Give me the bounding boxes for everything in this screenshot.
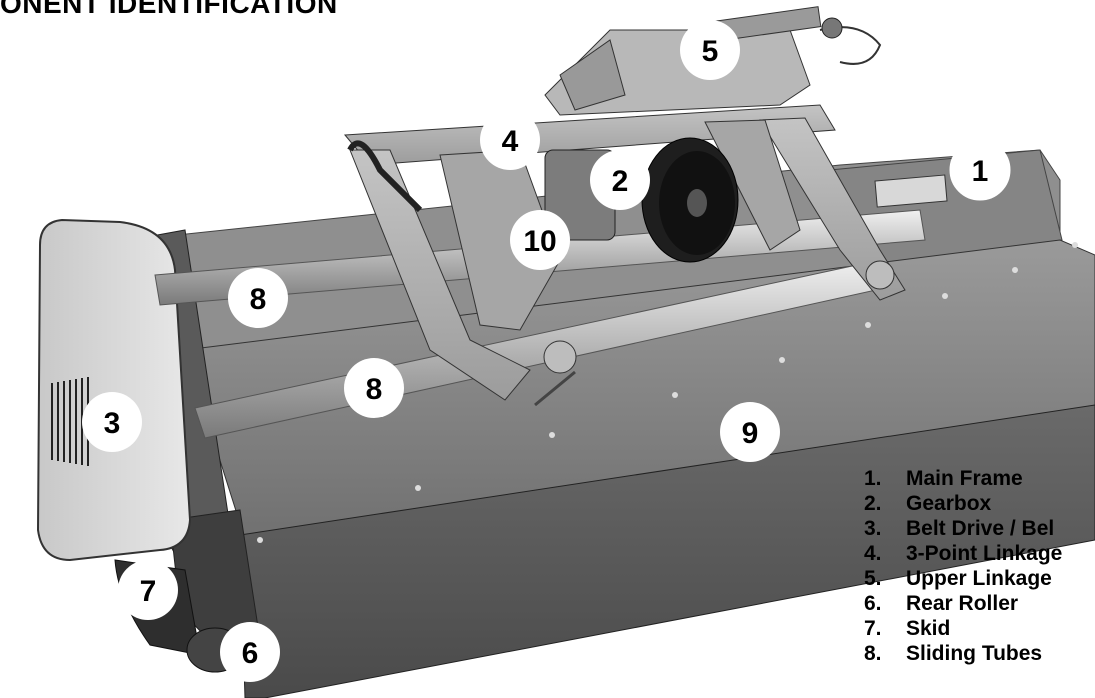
svg-text:2: 2 <box>612 165 629 198</box>
gearbox <box>347 137 739 263</box>
legend-number: 6. <box>864 592 882 615</box>
legend-number: 4. <box>864 542 882 565</box>
legend-item: 4. 3-Point Linkage <box>864 541 1062 566</box>
svg-text:8: 8 <box>366 373 383 406</box>
legend-item: 8. Sliding Tubes <box>864 641 1062 666</box>
legend-item: 2. Gearbox <box>864 491 1062 516</box>
page-heading: ONENT IDENTIFICATION <box>0 0 338 19</box>
legend-number: 8. <box>864 642 882 665</box>
legend-number: 3. <box>864 517 882 540</box>
legend-number: 5. <box>864 567 882 590</box>
callout-4: 4 <box>480 110 540 170</box>
callout-8-lower: 8 <box>344 358 404 418</box>
callout-7: 7 <box>118 560 178 620</box>
svg-text:6: 6 <box>242 637 259 670</box>
callout-5: 5 <box>680 20 740 80</box>
callout-3: 3 <box>82 392 142 452</box>
legend-number: 7. <box>864 617 882 640</box>
svg-text:1: 1 <box>972 155 989 188</box>
callout-1: 1 <box>949 139 1011 201</box>
svg-text:3: 3 <box>104 407 121 440</box>
legend-item: 5. Upper Linkage <box>864 566 1062 591</box>
svg-text:10: 10 <box>523 225 556 258</box>
legend-text: Skid <box>906 617 951 640</box>
three-point-linkage <box>343 104 906 407</box>
legend-item: 7. Skid <box>864 616 1062 641</box>
legend-text: Rear Roller <box>906 592 1019 615</box>
legend-text: Sliding Tubes <box>906 642 1043 665</box>
svg-text:7: 7 <box>140 575 157 608</box>
legend-text: Upper Linkage <box>906 567 1052 590</box>
legend-text: Main Frame <box>906 467 1023 490</box>
svg-text:8: 8 <box>250 283 267 316</box>
legend-text: 3-Point Linkage <box>906 542 1063 565</box>
svg-text:5: 5 <box>702 35 719 68</box>
svg-text:4: 4 <box>502 125 519 158</box>
callout-9: 9 <box>720 402 780 462</box>
callouts: 1 2 3 4 5 6 7 <box>82 20 1011 682</box>
legend-number: 1. <box>864 467 882 490</box>
legend-item: 3. Belt Drive / Bel <box>864 516 1062 541</box>
belt-cover <box>36 218 192 562</box>
component-legend: 1. Main Frame 2. Gearbox 3. Belt Drive / Be… <box>864 466 1062 666</box>
legend-text: Belt Drive / Bel <box>906 517 1055 540</box>
svg-text:9: 9 <box>742 417 759 450</box>
legend-number: 2. <box>864 492 882 515</box>
callout-8-upper: 8 <box>228 268 288 328</box>
legend-text: Gearbox <box>906 492 992 515</box>
callout-2: 2 <box>590 150 650 210</box>
callout-10: 10 <box>510 210 570 270</box>
legend-item: 6. Rear Roller <box>864 591 1062 616</box>
callout-6: 6 <box>220 622 280 682</box>
legend-item: 1. Main Frame <box>864 466 1062 491</box>
